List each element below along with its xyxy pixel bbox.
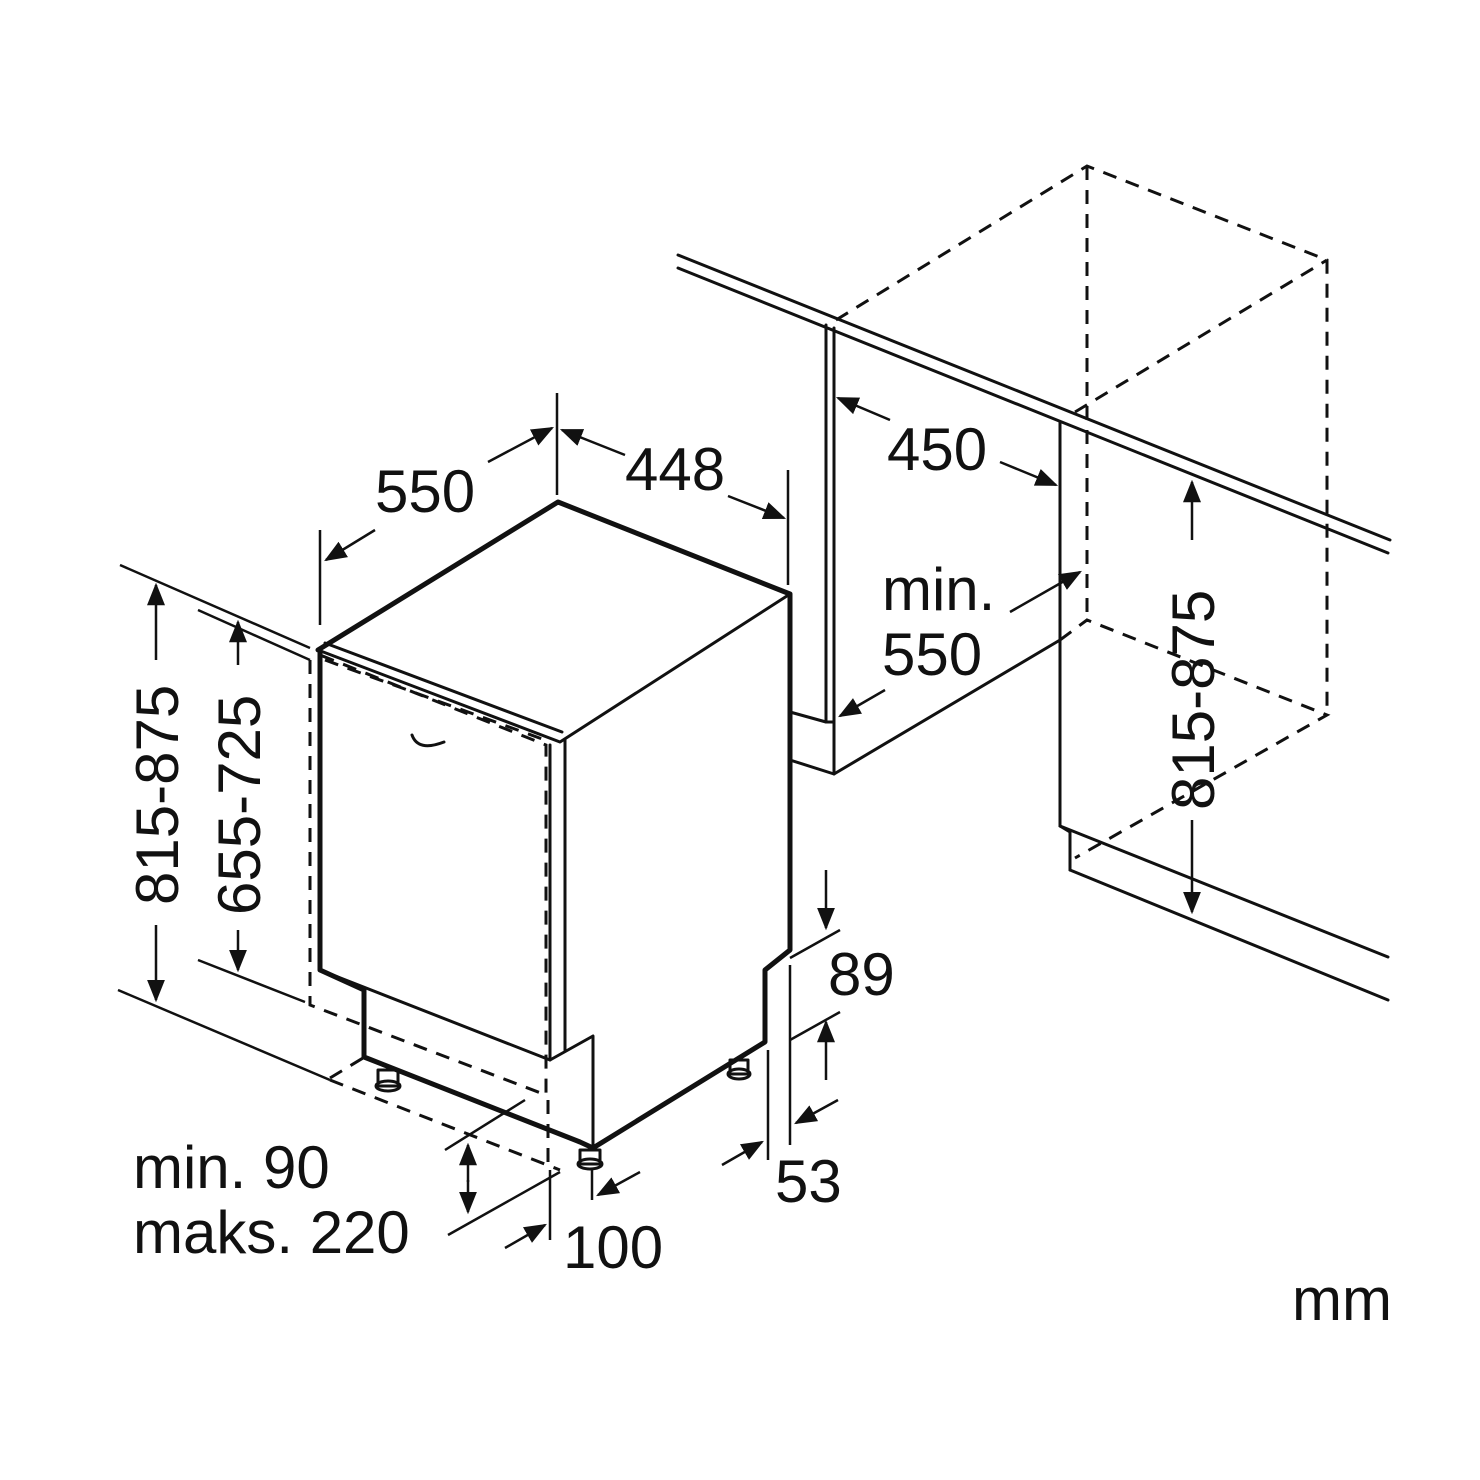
label-89: 89 [828, 941, 895, 1008]
label-unit: mm [1292, 1266, 1392, 1333]
foot-back-right [728, 1058, 750, 1076]
ext-89-top [789, 928, 841, 960]
label-height-right: 815-875 [1160, 590, 1227, 810]
foot-front-left-base [374, 1079, 402, 1093]
ext-top-left [119, 563, 311, 650]
dim-width-arrow-right [727, 494, 787, 520]
ext-top-door [197, 608, 311, 662]
label-width: 448 [625, 436, 725, 503]
dim-width-arrow-left [559, 428, 626, 457]
label-53: 53 [775, 1148, 842, 1215]
dim-53-arrow-right [794, 1098, 839, 1125]
dim-100-arrow-right [596, 1170, 641, 1197]
decor-panel-top-dashed [324, 658, 546, 742]
decor-panel-dashed [308, 653, 548, 1098]
ext-bottom-floor [117, 988, 331, 1082]
left-panel-foot [788, 710, 836, 724]
ext-bottom-door [197, 958, 306, 1004]
worktop-line-top [676, 253, 1392, 542]
right-panel-foot [1058, 824, 1072, 872]
label-niche-depth-value: 550 [882, 621, 982, 688]
dishwasher-outline [315, 499, 793, 1151]
foot-front-right [578, 1148, 602, 1166]
foot-front-right-base [576, 1157, 604, 1171]
label-niche-width: 450 [887, 416, 987, 483]
dimension-labels: 550 448 450 min. 550 815-875 655-725 815… [124, 416, 1392, 1333]
ext-89-bottom [789, 1010, 841, 1042]
label-plinth-max: maks. 220 [133, 1199, 410, 1266]
ext-plinth-top [444, 1098, 526, 1152]
top-front-edge [316, 592, 792, 744]
ext-plinth-bottom [447, 1170, 561, 1237]
dim-niche-depth-arrow-bottom [838, 688, 886, 718]
door-handle-icon [410, 733, 446, 748]
dim-depth-arrow-left [324, 528, 376, 562]
foot-front-left [376, 1068, 400, 1088]
label-niche-depth-min: min. [882, 556, 995, 623]
plinth-front-dashed [329, 1078, 561, 1172]
dim-100-arrow-left [504, 1223, 547, 1250]
label-100: 100 [563, 1214, 663, 1281]
dim-depth-arrow-right [487, 426, 554, 464]
door-bottom-edge [318, 968, 595, 1150]
dim-53-arrow-left [721, 1140, 764, 1167]
floor-line-upper [1058, 824, 1390, 959]
left-plinth-edge [788, 638, 1062, 776]
top-front-edge-inner [323, 641, 564, 734]
worktop-line-bottom [676, 266, 1390, 555]
plinth-side-dashed [329, 1053, 369, 1080]
label-plinth-min: min. 90 [133, 1134, 330, 1201]
dim-niche-width-arrow-right [999, 460, 1059, 487]
dishwasher [308, 499, 793, 1172]
label-height-left: 815-875 [124, 685, 191, 905]
niche-floor-dashed [1059, 618, 1331, 860]
dim-niche-depth-arrow-top [1009, 570, 1082, 614]
foot-back-right-base [726, 1067, 752, 1081]
niche-mid-dashed [1074, 258, 1328, 414]
floor-line-lower [1068, 868, 1390, 1002]
niche-top-dashed [835, 164, 1329, 715]
dim-niche-width-arrow-left [835, 396, 891, 422]
dimension-lines [117, 393, 1201, 1250]
label-depth: 550 [375, 458, 475, 525]
label-height-door: 655-725 [206, 695, 273, 915]
cabinet-niche [676, 164, 1392, 1002]
